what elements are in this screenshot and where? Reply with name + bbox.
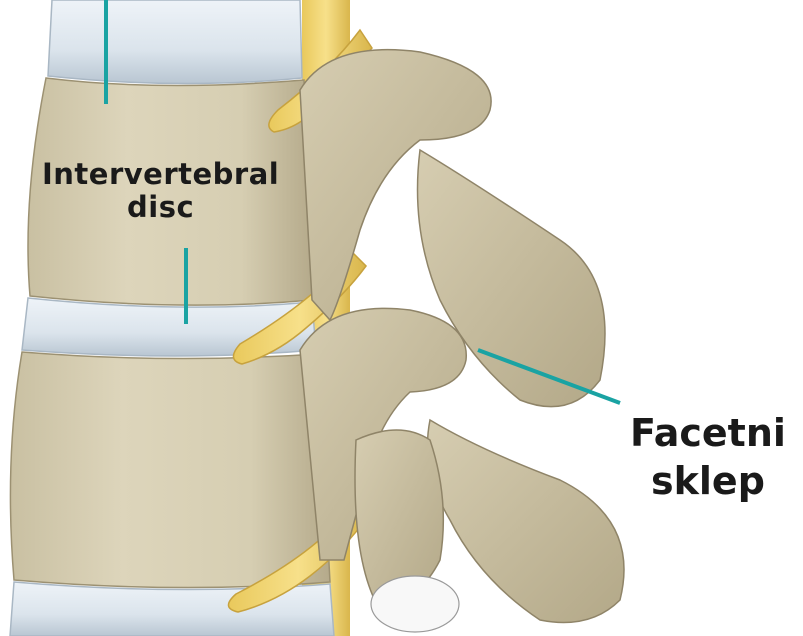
- label-disc-line1: Intervertebral: [42, 158, 279, 191]
- spinous-process-lower: [428, 420, 625, 623]
- label-disc-line2: disc: [42, 191, 279, 224]
- disc-top: [48, 0, 302, 84]
- intervertebral-disc-label: Intervertebral disc: [42, 158, 279, 225]
- cut-surface: [371, 576, 459, 632]
- label-facet-line2: sklep: [630, 458, 786, 506]
- label-facet-line1: Facetni: [630, 410, 786, 458]
- vertebral-body-lower: [10, 352, 330, 588]
- facet-joint-label: Facetni sklep: [630, 410, 786, 505]
